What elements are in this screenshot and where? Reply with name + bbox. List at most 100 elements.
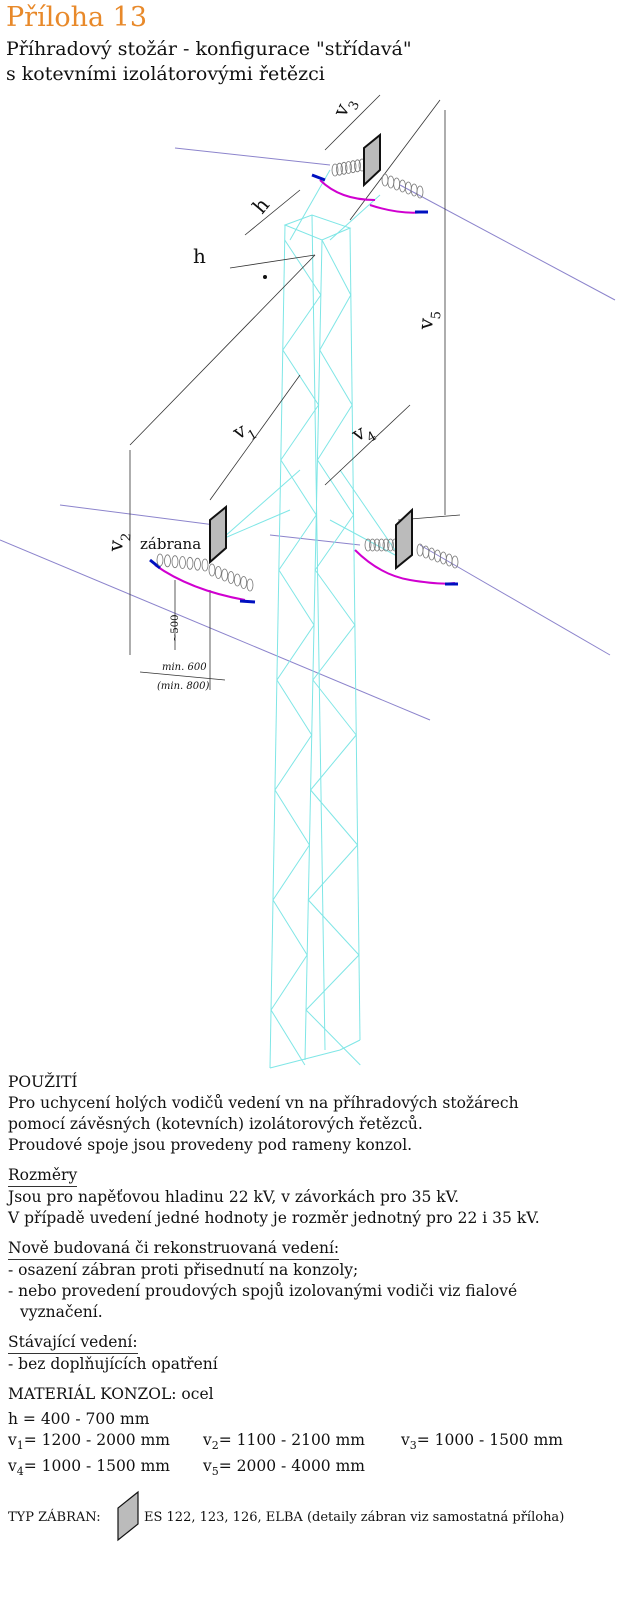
- lattice-brace: [282, 294, 322, 351]
- jumpers: [149, 173, 458, 604]
- insulator-disc: [364, 538, 372, 552]
- lattice-brace: [278, 569, 315, 626]
- insulator-disc: [156, 553, 164, 567]
- h-value: h = 400 - 700 mm: [8, 1410, 150, 1428]
- label-approx-500: ~500: [170, 615, 181, 642]
- description-text: POUŽITÍ Pro uchycení holých vodičů veden…: [8, 1072, 618, 1542]
- insulator-disc: [378, 538, 385, 552]
- subtitle-line-1: Příhradový stožár - konfigurace "střídav…: [6, 38, 412, 60]
- barrier-type-value: ES 122, 123, 126, ELBA (detaily zábran v…: [144, 1510, 565, 1526]
- lattice-brace: [307, 844, 358, 901]
- label-v5: v: [413, 316, 438, 331]
- lattice-brace: [321, 239, 352, 296]
- v1-value: v1= 1200 - 2000 mm: [8, 1431, 170, 1453]
- lattice-brace: [274, 789, 310, 846]
- lattice-brace: [317, 404, 353, 461]
- existing-line: - bez doplňujících opatření: [8, 1355, 218, 1373]
- usage-heading: POUŽITÍ: [8, 1073, 78, 1091]
- dims-heading: Rozměry: [8, 1165, 78, 1187]
- v4-value: v4= 1000 - 1500 mm: [8, 1457, 170, 1479]
- label-v2: v: [103, 538, 128, 553]
- lattice-brace: [274, 734, 313, 791]
- label-v1-sub: 1: [246, 427, 261, 444]
- insulator-disc: [393, 177, 401, 191]
- lattice-brace: [317, 459, 354, 516]
- insulator-disc: [382, 538, 390, 552]
- insulator-disc: [345, 161, 352, 174]
- lattice-brace: [319, 294, 352, 351]
- lattice-brace: [310, 734, 357, 791]
- insulator-disc: [387, 538, 394, 552]
- insulator-disc: [387, 175, 395, 189]
- insulator-disc: [208, 563, 216, 577]
- material: MATERIÁL KONZOL: ocel: [8, 1385, 214, 1403]
- lattice-brace: [307, 899, 360, 956]
- new-line: - osazení zábran proti přisednutí na kon…: [8, 1261, 359, 1279]
- insulator-disc: [221, 568, 229, 582]
- existing-heading: Stávající vedení:: [8, 1332, 138, 1354]
- insulator-disc: [381, 173, 389, 187]
- new-line: vyznačení.: [20, 1303, 103, 1321]
- lattice-brace: [319, 349, 353, 406]
- usage-line: pomocí závěsných (kotevních) izolátorový…: [8, 1115, 423, 1133]
- insulator-disc: [164, 554, 171, 568]
- insulator-strings: [156, 158, 459, 592]
- insulator-disc: [445, 553, 453, 567]
- insulator-disc: [240, 576, 248, 589]
- barrier-icon: [117, 1490, 139, 1542]
- page-title: Příloha 13: [6, 2, 148, 33]
- label-v2-sub: 2: [119, 532, 135, 542]
- insulator-disc: [179, 556, 186, 569]
- lattice-brace: [305, 1009, 361, 1066]
- barrier-type-label: TYP ZÁBRAN:: [8, 1510, 101, 1526]
- v3-value: v3= 1000 - 1500 mm: [401, 1431, 563, 1453]
- insulator-disc: [354, 159, 361, 173]
- insulator-disc: [246, 578, 254, 592]
- lattice-brace: [312, 679, 357, 736]
- new-lines-heading: Nově budovaná či rekonstruovaná vedení:: [8, 1238, 340, 1260]
- v2-value: v2= 1100 - 2100 mm: [203, 1431, 365, 1453]
- insulator-disc: [214, 566, 222, 579]
- label-v5-sub: 5: [429, 310, 445, 320]
- insulator-disc: [233, 573, 241, 587]
- insulator-disc: [171, 555, 179, 569]
- lattice-brace: [280, 404, 319, 461]
- lattice-brace: [278, 514, 317, 571]
- dims-line: Jsou pro napěťovou hladinu 22 kV, v závo…: [8, 1188, 460, 1206]
- lattice-brace: [314, 514, 354, 571]
- insulator-disc: [349, 160, 357, 174]
- reference-point: [263, 275, 267, 279]
- insulator-disc: [416, 543, 424, 557]
- barriers: [209, 132, 413, 571]
- insulator-disc: [410, 183, 418, 197]
- label-v4-sub: 4: [365, 429, 380, 446]
- insulator-disc: [194, 557, 201, 571]
- insulator-disc: [428, 547, 436, 561]
- label-min-600: min. 600: [162, 662, 207, 673]
- lattice-brace: [305, 954, 360, 1011]
- lattice-brace: [276, 624, 315, 681]
- v5-value: v5= 2000 - 4000 mm: [203, 1457, 365, 1479]
- tower-drawing: h h v3 v5 v1 v4 v2 zábrana ~500 min. 600…: [0, 94, 616, 1069]
- insulator-disc: [186, 556, 194, 570]
- lattice-brace: [270, 954, 308, 1011]
- insulator-disc: [227, 571, 235, 584]
- subtitle-line-2: s kotevními izolátorovými řetězci: [6, 63, 325, 85]
- lattice-brace: [270, 1009, 306, 1066]
- insulator-disc: [331, 163, 339, 177]
- dims-line: V případě uvedení jedné hodnoty je rozmě…: [8, 1209, 540, 1227]
- insulator-disc: [416, 185, 424, 199]
- label-h-lower: h: [193, 244, 206, 268]
- lattice-brace: [272, 844, 310, 901]
- lattice-tower: [214, 169, 396, 1069]
- label-barrier: zábrana: [140, 535, 201, 553]
- lattice-brace: [272, 899, 308, 956]
- insulator-disc: [369, 538, 376, 552]
- lattice-brace: [280, 459, 317, 516]
- lattice-brace: [314, 569, 356, 626]
- insulator-disc: [336, 162, 343, 176]
- lattice-brace: [310, 789, 358, 846]
- lattice-brace: [282, 349, 319, 406]
- lattice-brace: [312, 624, 356, 681]
